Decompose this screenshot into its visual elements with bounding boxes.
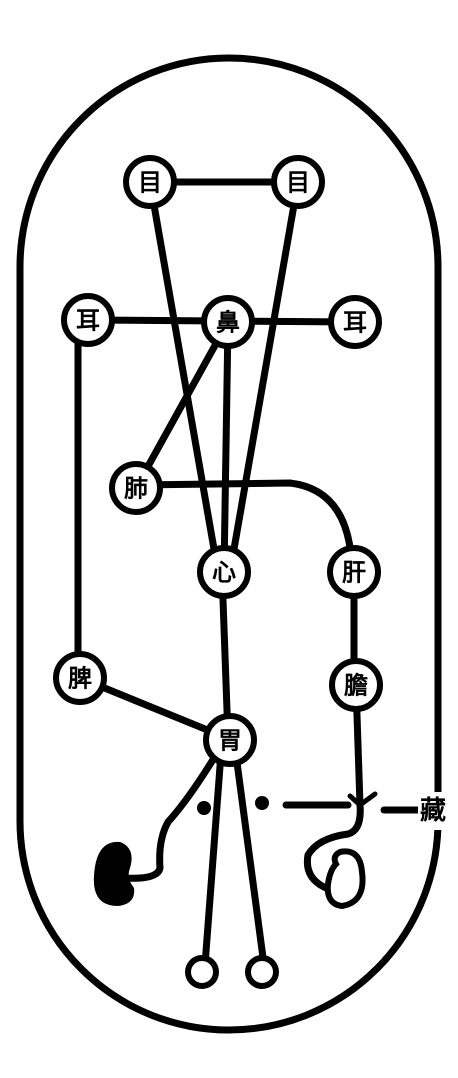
node-spleen-label: 脾 <box>68 664 92 693</box>
node-nose: 鼻 <box>201 295 255 349</box>
end-circle-left <box>185 955 219 989</box>
bladder-shape <box>324 848 366 910</box>
end-circle-right <box>245 955 279 989</box>
node-eye-right-label: 目 <box>286 168 310 197</box>
edge-branch-b <box>357 791 378 808</box>
node-liver-label: 肝 <box>342 558 366 587</box>
node-lung: 肺 <box>109 461 163 515</box>
kidney-shape <box>93 841 135 906</box>
node-stomach-label: 胃 <box>218 726 242 755</box>
node-eye-left: 目 <box>123 155 177 209</box>
edge-nose-heart <box>220 318 232 576</box>
junction-dot-right <box>255 796 269 810</box>
node-eye-right: 目 <box>271 155 325 209</box>
edge-eyeright-heart <box>226 178 302 576</box>
node-ear-left: 耳 <box>61 293 115 347</box>
edge-stomach-left-down <box>201 736 226 969</box>
node-liver: 肝 <box>327 545 381 599</box>
node-lung-label: 肺 <box>124 474 148 503</box>
edge-down-bladder <box>303 801 364 892</box>
node-eye-left-label: 目 <box>138 168 162 197</box>
node-gallbladder: 膽 <box>329 658 383 712</box>
edge-label: 藏 <box>420 796 446 826</box>
body-outline <box>16 54 442 1034</box>
edge-heart-stomach <box>218 568 232 742</box>
edge-stomach-kidney <box>120 754 218 882</box>
edge-stomach-right-down <box>230 736 268 969</box>
node-ear-right: 耳 <box>328 295 382 349</box>
node-nose-label: 鼻 <box>216 308 240 337</box>
node-heart-label: 心 <box>212 558 236 587</box>
edge-eyeleft-heart <box>146 178 222 576</box>
node-heart: 心 <box>197 545 251 599</box>
node-gallbladder-label: 膽 <box>344 671 368 700</box>
node-ear-left-label: 耳 <box>76 306 100 335</box>
node-spleen: 脾 <box>53 651 107 705</box>
node-stomach: 胃 <box>203 713 257 767</box>
edge-nose-lung <box>132 318 232 492</box>
node-ear-right-label: 耳 <box>343 308 367 337</box>
edge-label-bg <box>418 792 448 830</box>
junction-dot-left <box>197 801 211 815</box>
